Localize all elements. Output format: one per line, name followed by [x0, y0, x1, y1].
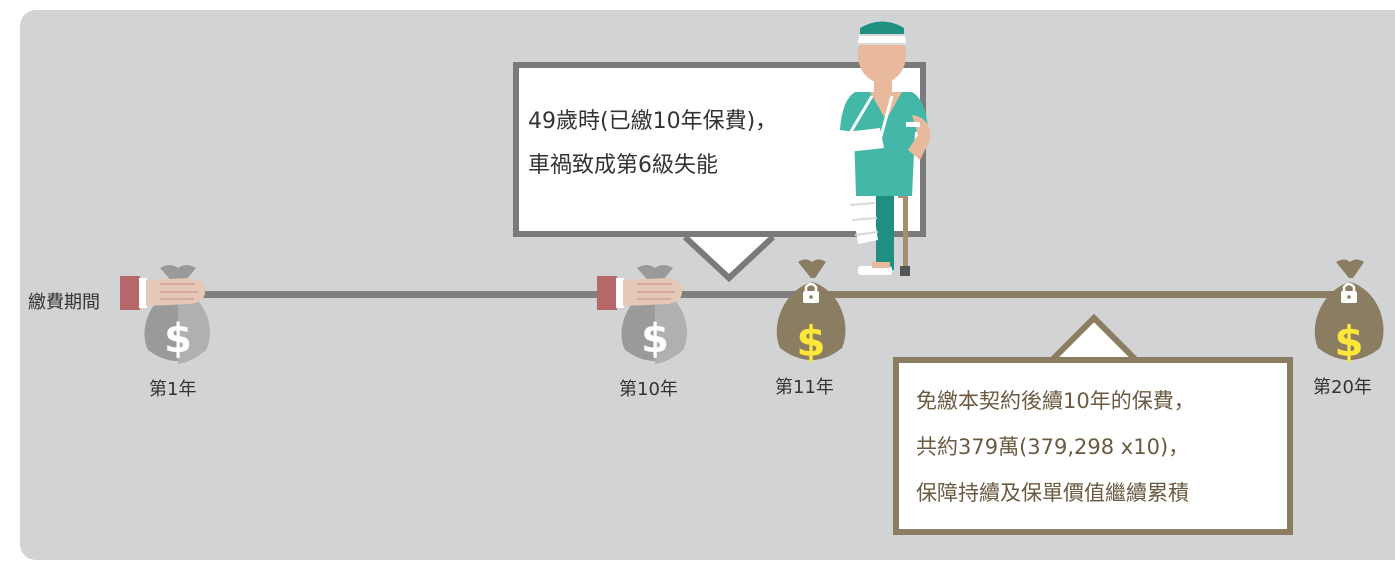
- year-11-label: 第11年: [775, 377, 834, 398]
- year20-locked-money-bag-icon: $: [1314, 259, 1384, 366]
- payment-period-label: 繳費期間: [28, 292, 100, 313]
- bottom-callout-pointer: [1049, 313, 1139, 363]
- svg-text:$: $: [164, 316, 192, 362]
- top-callout-pointer: [682, 234, 776, 283]
- year-1-label: 第1年: [149, 379, 197, 400]
- year1-money-bag-icon: $: [144, 265, 210, 364]
- year11-locked-money-bag-icon: $: [776, 259, 846, 366]
- bottom-callout-line1: 免繳本契約後續10年的保費，: [916, 389, 1195, 413]
- svg-text:$: $: [1334, 317, 1363, 366]
- waived-period-line: [808, 291, 1345, 298]
- top-callout-line2: 車禍致成第6級失能: [528, 153, 718, 178]
- year10-money-bag-icon: $: [621, 265, 687, 364]
- bottom-callout-text: 免繳本契約後續10年的保費， 共約379萬(379,298 x10)， 保障持續…: [916, 378, 1296, 516]
- bottom-callout-line2: 共約379萬(379,298 x10)，: [916, 435, 1190, 459]
- bottom-callout-box: [893, 357, 1293, 535]
- svg-text:$: $: [796, 317, 825, 366]
- paid-period-line: [200, 291, 808, 298]
- top-callout-line1: 49歲時(已繳10年保費)，: [528, 109, 778, 134]
- year10-hand-icon: [597, 276, 683, 310]
- year-10-label: 第10年: [619, 379, 678, 400]
- year-20-label: 第20年: [1313, 377, 1372, 398]
- top-callout-text: 49歲時(已繳10年保費)， 車禍致成第6級失能: [528, 100, 858, 188]
- bottom-callout-line3: 保障持續及保單價值繼續累積: [916, 481, 1189, 505]
- svg-text:$: $: [641, 316, 669, 362]
- year1-hand-icon: [120, 276, 206, 310]
